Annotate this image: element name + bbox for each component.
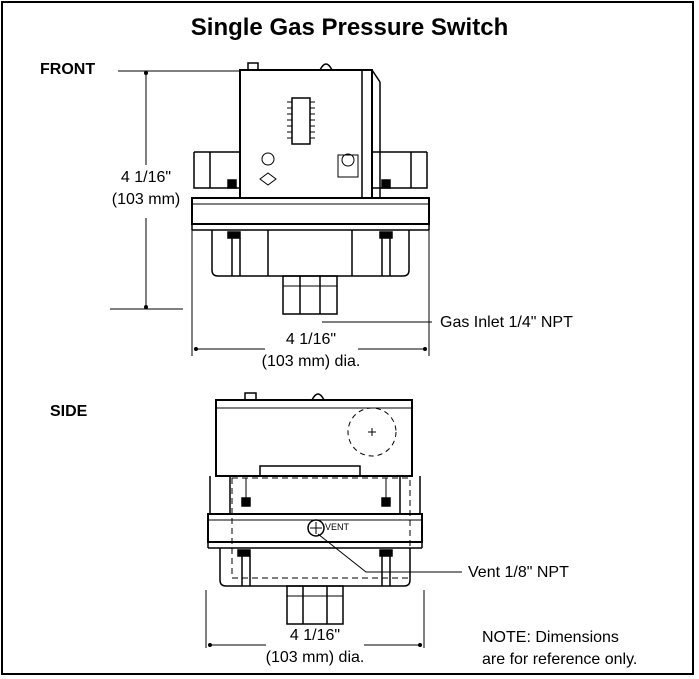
vent-marking: VENT — [325, 522, 350, 532]
gas-inlet-callout: Gas Inlet 1/4" NPT — [440, 314, 573, 331]
front-height-dimension-metric: (103 mm) — [111, 191, 181, 208]
front-width-dimension — [191, 230, 430, 356]
front-height-dimension-label: 4 1/16" — [120, 169, 172, 186]
vent-leader — [317, 533, 462, 573]
side-width-dimension-label: 4 1/16" — [289, 627, 341, 644]
side-view-drawing — [207, 392, 423, 625]
note-line-2: are for reference only. — [482, 651, 638, 668]
front-height-dimension — [110, 70, 240, 310]
side-width-dimension-metric: (103 mm) dia. — [265, 649, 365, 666]
front-width-dimension-label: 4 1/16" — [285, 331, 337, 348]
side-view-label: SIDE — [50, 403, 88, 420]
front-width-dimension-metric: (103 mm) dia. — [261, 353, 361, 370]
front-view-label: FRONT — [40, 61, 96, 78]
note-line-1: NOTE: Dimensions — [482, 629, 619, 646]
front-view-drawing — [191, 62, 430, 315]
diagram-title: Single Gas Pressure Switch — [190, 14, 509, 41]
vent-callout: Vent 1/8" NPT — [468, 564, 569, 581]
side-width-dimension — [205, 590, 425, 648]
